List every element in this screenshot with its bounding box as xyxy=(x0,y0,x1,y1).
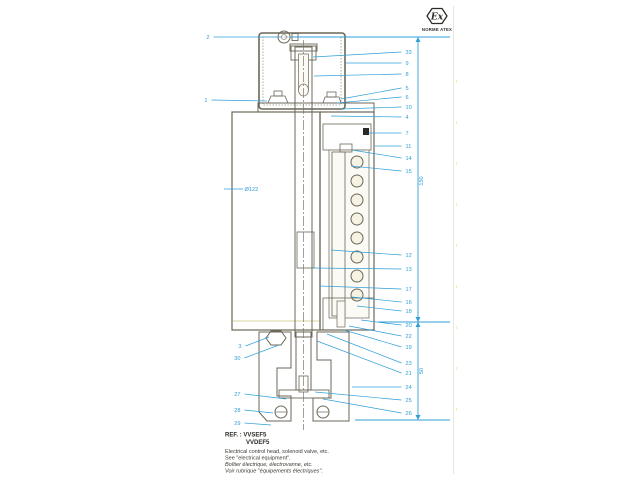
gland-nut xyxy=(322,297,375,331)
gland-slot xyxy=(336,300,346,328)
callout-29: 29 xyxy=(234,421,240,427)
atex-ex-symbol: Ex xyxy=(430,13,444,23)
mounting-plate xyxy=(257,102,375,113)
plate-bolt-right xyxy=(322,91,342,104)
dimension-lines: 150 50 xyxy=(290,36,450,421)
callout-30: 30 xyxy=(234,356,240,362)
callout-leader-6 xyxy=(336,96,402,104)
callout-18: 18 xyxy=(406,309,412,315)
description-en-1: Electrical control head, solenoid valve,… xyxy=(225,449,329,455)
callout-21: 21 xyxy=(406,371,412,377)
callout-20: 20 xyxy=(406,323,412,329)
diameter-label: Ø122 xyxy=(245,187,259,193)
callout-5: 5 xyxy=(406,86,409,92)
description-en-2: See "electrical equipment". xyxy=(225,456,291,462)
atex-caption: NORME ATEX xyxy=(422,27,452,32)
callout-4: 4 xyxy=(406,115,409,121)
hex-nut xyxy=(265,330,287,346)
callout-leader-3 xyxy=(245,336,270,347)
callout-leader-23 xyxy=(326,333,402,364)
left-leg xyxy=(258,331,292,422)
callout-leader-33 xyxy=(312,51,402,58)
callout-leader-27 xyxy=(244,393,287,400)
piston-block xyxy=(322,123,372,151)
callout-17: 17 xyxy=(406,287,412,293)
callout-27: 27 xyxy=(234,392,240,398)
callout-13: 13 xyxy=(406,267,412,273)
dim-height-lower: 50 xyxy=(419,368,425,374)
callout-leader-19 xyxy=(343,329,402,348)
callout-leader-10 xyxy=(340,106,402,110)
callout-2: 2 xyxy=(206,35,209,41)
callout-leader-20 xyxy=(360,319,402,326)
threaded-bush xyxy=(296,231,315,269)
callout-22: 22 xyxy=(406,334,412,340)
callout-leader-4 xyxy=(330,115,402,118)
callout-28: 28 xyxy=(234,408,240,414)
callout-leader-14 xyxy=(351,149,402,159)
callout-3: 3 xyxy=(238,344,241,350)
callout-leader-21 xyxy=(316,340,402,374)
callout-leader-17 xyxy=(319,285,402,290)
callout-15: 15 xyxy=(406,169,412,175)
diameter-callout: Ø122 xyxy=(224,187,258,193)
callout-11: 11 xyxy=(406,144,412,150)
callout-14: 14 xyxy=(406,156,412,162)
callout-leader-1 xyxy=(211,99,268,102)
callout-24: 24 xyxy=(406,385,412,391)
callout-6: 6 xyxy=(406,95,409,101)
coil-body xyxy=(231,111,321,331)
bottom-bracket xyxy=(258,330,350,422)
callout-leader-29 xyxy=(244,422,272,426)
callout-26: 26 xyxy=(406,411,412,417)
callout-leader-12 xyxy=(330,249,402,256)
callout-10: 10 xyxy=(406,105,412,111)
ref-line-2: VVDEF5 xyxy=(246,440,270,446)
atex-hexagon-icon xyxy=(426,7,448,25)
callout-25: 25 xyxy=(406,398,412,404)
seal-ring xyxy=(363,128,369,135)
callout-19: 19 xyxy=(406,345,412,351)
callout-leader-28 xyxy=(244,409,274,414)
callout-16: 16 xyxy=(406,300,412,306)
callout-leader-5 xyxy=(340,87,402,100)
callout-leader-26 xyxy=(322,398,402,414)
callout-leader-16 xyxy=(351,296,402,303)
callout-leader-25 xyxy=(314,391,402,401)
description-fr-1: Boîtier électrique, électrovanne, etc. xyxy=(225,462,313,468)
callout-9: 9 xyxy=(406,61,409,67)
callout-1: 1 xyxy=(204,98,207,104)
callout-leader-18 xyxy=(356,305,402,312)
dim-height-upper: 150 xyxy=(419,176,425,185)
callout-23: 23 xyxy=(406,361,412,367)
callout-leader-22 xyxy=(348,325,402,337)
footer-caption: REF. : VVSEF5 VVDEF5 Electrical control … xyxy=(225,433,329,475)
callout-33: 33 xyxy=(406,50,412,56)
callout-leader-8 xyxy=(313,73,402,77)
description-fr-2: Voir rubrique "équipements électriques". xyxy=(225,469,323,475)
callout-leader-15 xyxy=(350,165,402,172)
plate-bolt-left xyxy=(267,90,289,104)
spring-clip xyxy=(339,143,353,153)
stem-foot xyxy=(278,389,330,399)
callout-layer: 3398561047111415121317161820221923212425… xyxy=(204,35,411,427)
callout-7: 7 xyxy=(406,131,409,137)
callout-leader-30 xyxy=(244,344,280,359)
callout-12: 12 xyxy=(406,253,412,259)
callout-8: 8 xyxy=(406,72,409,78)
ref-line-1: REF. : VVSEF5 xyxy=(225,433,267,439)
atex-logo: Ex NORME ATEX xyxy=(422,7,452,32)
callout-leader-13 xyxy=(312,267,402,270)
